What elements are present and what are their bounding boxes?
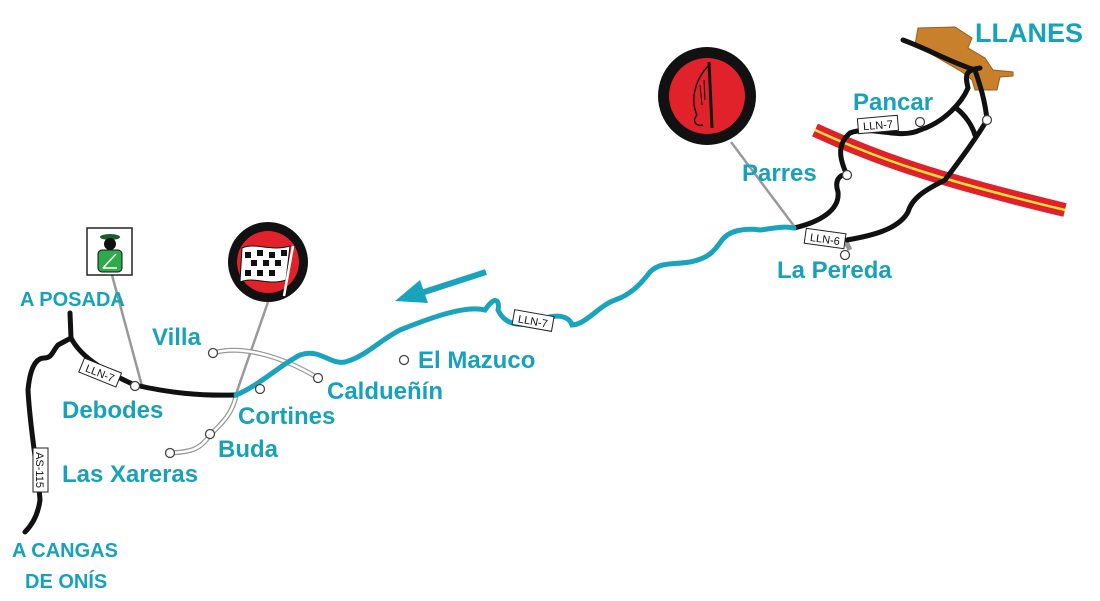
label-buda: Buda	[218, 436, 279, 463]
roads	[22, 37, 990, 535]
label-cortines: Cortines	[238, 403, 335, 430]
svg-text:LLN-6: LLN-6	[809, 232, 840, 248]
label-llanes: LLANES	[975, 18, 1083, 48]
label-las-xareras: Las Xareras	[62, 461, 198, 488]
svg-text:AS-115: AS-115	[33, 452, 45, 488]
route-plate-lln7-mid: LLN-7	[511, 309, 555, 332]
label-villa: Villa	[152, 324, 202, 351]
label-debodes: Debodes	[62, 397, 163, 424]
route-plate-lln6: LLN-6	[803, 227, 847, 250]
svg-text:LLN-7: LLN-7	[863, 119, 894, 134]
time-control-icon	[86, 227, 133, 276]
label-a-cangas: A CANGAS	[12, 540, 118, 562]
label-a-posada: A POSADA	[20, 289, 125, 311]
location-dots	[129, 114, 993, 459]
finish-connector	[234, 301, 270, 395]
label-pancar: Pancar	[853, 89, 933, 116]
direction-arrow-icon	[395, 269, 487, 303]
llanes-town-area	[914, 26, 1014, 91]
route-plate-lln7-east: LLN-7	[856, 114, 900, 135]
label-parres: Parres	[742, 160, 817, 187]
route-plate-as115: AS-115	[32, 447, 49, 493]
motorway-centerline	[814, 128, 1066, 212]
svg-text:LLN-7: LLN-7	[517, 313, 549, 330]
label-la-pereda: La Pereda	[777, 257, 892, 284]
control-connector	[110, 274, 144, 387]
finish-checkered-flag-icon	[228, 222, 308, 302]
start-connector	[730, 141, 795, 227]
place-labels: LLANES Pancar Parres La Pereda El Mazuco…	[12, 18, 1083, 593]
label-el-mazuco: El Mazuco	[418, 347, 535, 374]
label-caldueñin: Caldueñín	[327, 378, 443, 405]
label-de-onis: DE ONÍS	[25, 570, 107, 593]
start-flag-icon	[658, 47, 756, 145]
motorway	[812, 123, 1067, 217]
route-plate-lln7-west: LLN-7	[78, 357, 123, 388]
